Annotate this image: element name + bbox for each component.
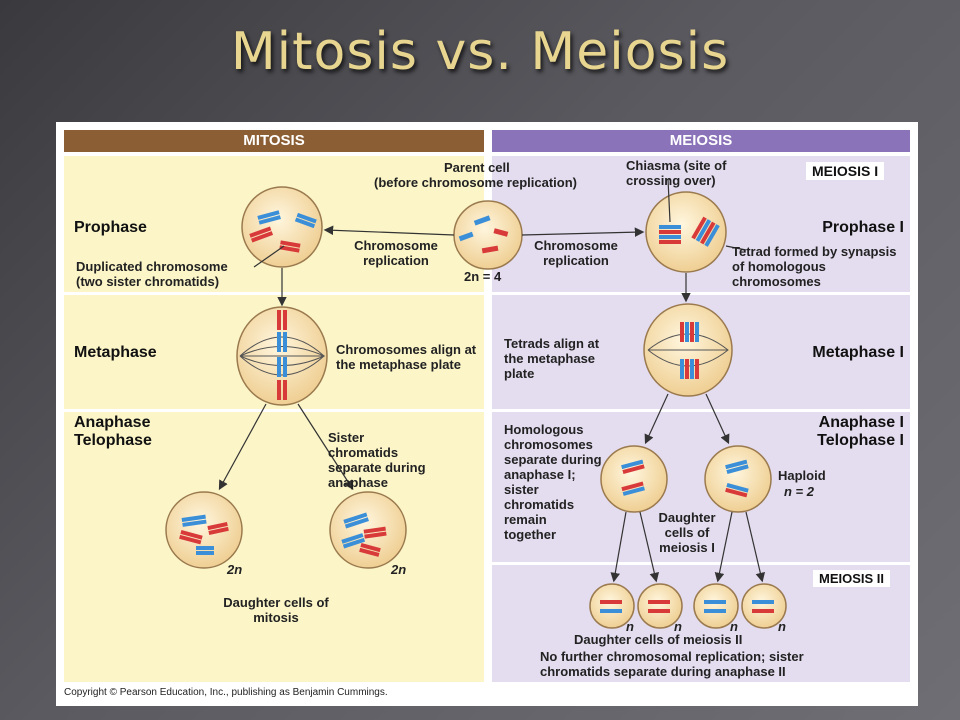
- meiosis2-daughter-cell-3: [693, 583, 739, 629]
- phase-telophase-1: Telophase I: [817, 432, 904, 449]
- chromosomes-align-label: Chromosomes align at the metaphase plate: [336, 342, 477, 372]
- no-further-replication-label: No further chromosomal replication; sist…: [540, 649, 804, 679]
- replication-label-left: Chromosome replication: [354, 238, 438, 268]
- mitosis-daughter-cell-right: [329, 491, 407, 569]
- mitosis-metaphase-cell: [236, 306, 328, 406]
- meiosis-prophase-cell: [645, 191, 727, 273]
- homologous-separate-label: Homologous chromosomes separate during a…: [504, 422, 602, 542]
- phase-telophase: Telophase: [74, 432, 152, 449]
- meiosis1-daughter-cell-right: [704, 445, 772, 513]
- daughter-meiosis2-label: Daughter cells of meiosis II: [574, 632, 743, 647]
- meiosis-metaphase-cell: [643, 303, 733, 397]
- meiosis2-daughter-cell-2: [637, 583, 683, 629]
- mitosis-daughter-cell-left: [165, 491, 243, 569]
- diagram-drawing: [165, 178, 787, 629]
- phase-anaphase-1: Anaphase I: [818, 414, 904, 431]
- mitosis-daughter-ploidy-left: 2n: [227, 562, 243, 577]
- parent-cell: [453, 200, 523, 270]
- meiosis-section-anaphase: [492, 412, 910, 562]
- tetrad-label: Tetrad formed by synapsis of homologous …: [732, 244, 897, 289]
- duplicated-chromosome-label: Duplicated chromosome (two sister chroma…: [76, 259, 228, 289]
- meiosis1-tag: MEIOSIS I: [806, 162, 885, 180]
- sister-chromatids-label: Sister chromatids separate during anapha…: [328, 430, 426, 490]
- parent-cell-label: Parent cell: [444, 160, 510, 175]
- diagram-panel: MITOSIS MEIOSIS: [56, 122, 918, 706]
- haploid-count-label: n = 2: [784, 484, 814, 499]
- mitosis-section-anaphase: [64, 412, 484, 682]
- meiosis2-daughter-cell-1: [589, 583, 635, 629]
- meiosis2-ploidy-2: n: [674, 619, 682, 634]
- mitosis-header: MITOSIS: [64, 130, 484, 152]
- copyright-notice: Copyright © Pearson Education, Inc., pub…: [64, 687, 388, 698]
- meiosis-header: MEIOSIS: [492, 130, 910, 152]
- haploid-label: Haploid: [778, 468, 826, 483]
- phase-anaphase: Anaphase: [74, 414, 151, 431]
- daughter-mitosis-label: Daughter cells of mitosis: [223, 595, 329, 625]
- arrows: [218, 178, 766, 583]
- parent-ploidy-label: 2n = 4: [464, 269, 502, 284]
- phase-metaphase-1: Metaphase I: [812, 344, 904, 361]
- parent-cell-sublabel: (before chromosome replication): [374, 175, 577, 190]
- mitosis-prophase-cell: [241, 186, 323, 268]
- daughter-meiosis1-label: Daughter cells of meiosis I: [658, 510, 716, 555]
- tetrads-align-label: Tetrads align at the metaphase plate: [504, 336, 600, 381]
- meiosis2-ploidy-3: n: [730, 619, 738, 634]
- meiosis1-daughter-cell-left: [600, 445, 668, 513]
- mitosis-daughter-ploidy-right: 2n: [391, 562, 407, 577]
- meiosis2-tag: MEIOSIS II: [813, 570, 891, 587]
- meiosis2-daughter-cell-4: [741, 583, 787, 629]
- chiasma-label: Chiasma (site of crossing over): [626, 158, 727, 188]
- meiosis2-ploidy-4: n: [778, 619, 786, 634]
- phase-metaphase: Metaphase: [74, 344, 157, 361]
- replication-label-right: Chromosome replication: [534, 238, 618, 268]
- phase-prophase: Prophase: [74, 219, 147, 236]
- meiosis2-ploidy-1: n: [626, 619, 634, 634]
- phase-prophase-1: Prophase I: [822, 219, 904, 236]
- slide-title: Mitosis vs. Meiosis: [230, 22, 730, 82]
